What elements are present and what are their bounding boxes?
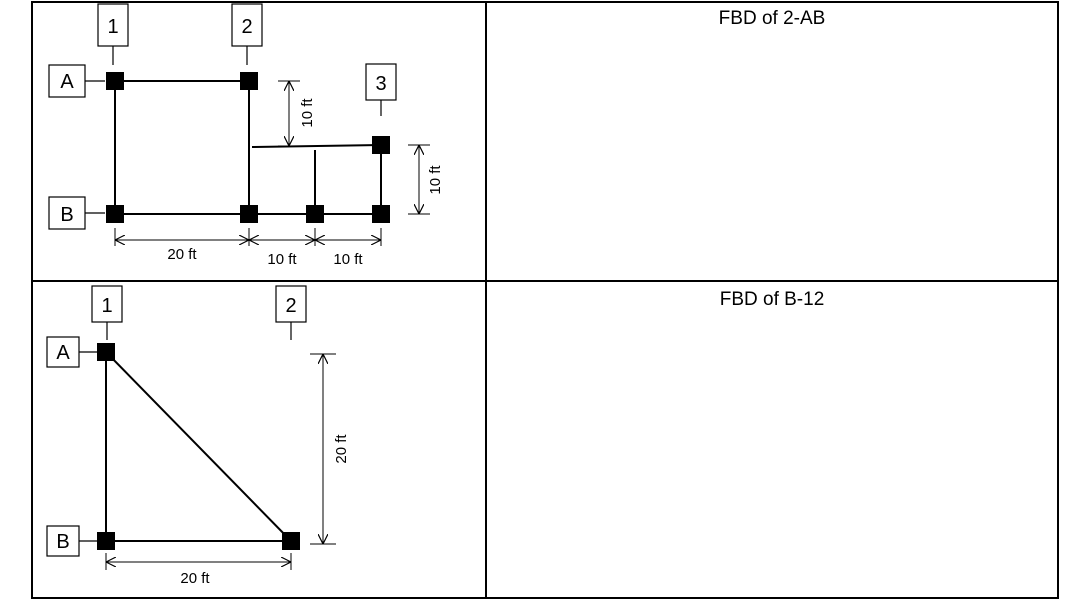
grid-label-b: B [56, 531, 69, 553]
grid-bubble-1: 1 [97, 3, 129, 65]
grid-label-a: A [56, 342, 70, 364]
dim-20ft: 20 ft [167, 246, 197, 263]
nodes [106, 72, 390, 223]
node-b1 [97, 532, 115, 550]
grid-label-1: 1 [101, 295, 112, 317]
dim-20ft-vertical: 20 ft [333, 434, 350, 464]
grid-bubble-a: A [48, 64, 105, 98]
beam-infill [251, 144, 382, 148]
vertical-dimension [310, 353, 336, 545]
grid-bubble-3: 3 [365, 63, 397, 116]
dim-10ft-b: 10 ft [333, 251, 363, 268]
grid-bubble-a: A [46, 336, 97, 368]
node-b2 [282, 532, 300, 550]
nodes [97, 343, 300, 550]
grid-label-b: B [60, 204, 73, 226]
members [114, 80, 382, 215]
dim-20ft-horizontal: 20 ft [180, 570, 210, 587]
fbd-b-12-title: FBD of B-12 [720, 289, 825, 310]
grid-label-3: 3 [375, 73, 386, 95]
vertical-dimension-right [408, 144, 430, 215]
node-b3 [372, 205, 390, 223]
grid-label-1: 1 [107, 16, 118, 38]
node-3-top [372, 136, 390, 154]
grid-bubble-2: 2 [275, 285, 307, 340]
members [105, 351, 292, 542]
fbd-2-ab-title: FBD of 2-AB [719, 8, 826, 29]
table-border [31, 1, 1059, 599]
node-a2 [240, 72, 258, 90]
table-grid [31, 1, 1059, 599]
horizontal-dimension [105, 553, 292, 570]
frame-plan-2-ab: 1 2 3 A B [48, 3, 444, 268]
node-b1 [106, 205, 124, 223]
dim-10ft-vertical-left: 10 ft [299, 98, 316, 128]
grid-label-2: 2 [285, 295, 296, 317]
grid-bubble-2: 2 [231, 3, 263, 65]
grid-bubble-b: B [48, 196, 105, 230]
node-a1 [97, 343, 115, 361]
grid-label-2: 2 [241, 16, 252, 38]
frame-plan-b-12: 1 2 A B [46, 285, 350, 587]
grid-label-a: A [60, 71, 74, 93]
grid-bubble-1: 1 [91, 285, 123, 340]
node-a1 [106, 72, 124, 90]
dim-10ft-a: 10 ft [267, 251, 297, 268]
dim-10ft-vertical-right: 10 ft [427, 165, 444, 195]
horizontal-dimensions [114, 228, 382, 246]
node-b2 [240, 205, 258, 223]
grid-bubble-b: B [46, 525, 97, 557]
node-b-mid [306, 205, 324, 223]
vertical-dimension-left [278, 80, 300, 147]
diagonal-brace [105, 351, 292, 542]
